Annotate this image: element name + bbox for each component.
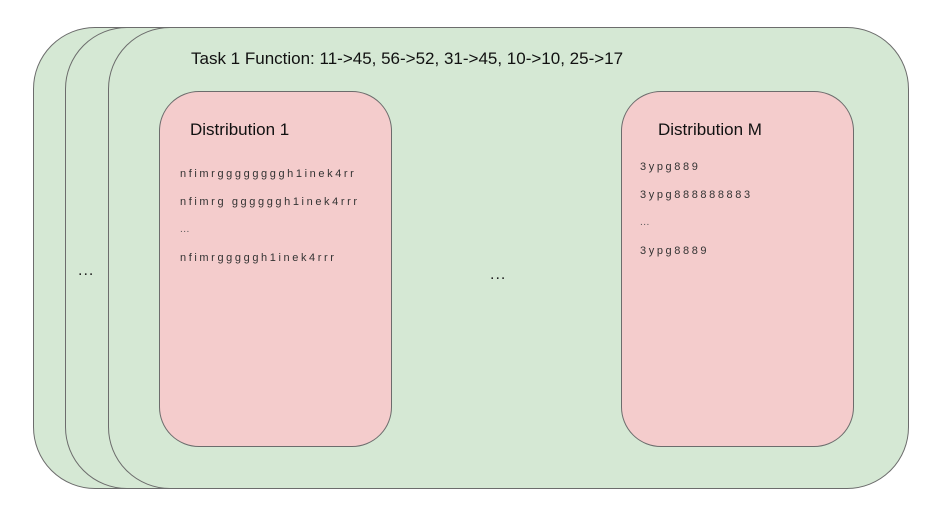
distributions-ellipsis: ... [490,266,507,283]
distribution-1-samples: nfimrggggggggh1inek4rr nfimrg ggggggh1in… [180,167,360,279]
distribution-1-card: Distribution 1 nfimrggggggggh1inek4rr nf… [159,91,392,447]
sample-item: 3ypg888888883 [640,189,753,201]
distribution-m-card: Distribution M 3ypg889 3ypg888888883 ...… [621,91,854,447]
sample-ellipsis: ... [640,217,650,228]
task-title: Task 1 Function: 11->45, 56->52, 31->45,… [191,49,624,68]
distribution-1-title: Distribution 1 [190,120,290,139]
sample-ellipsis: ... [180,224,190,235]
distribution-m-title: Distribution M [658,120,762,139]
task-card-front: Task 1 Function: 11->45, 56->52, 31->45,… [108,27,909,489]
stacked-tasks-ellipsis: ... [78,262,95,279]
sample-item: nfimrg ggggggh1inek4rrr [180,196,360,208]
distribution-m-samples: 3ypg889 3ypg888888883 ... 3ypg8889 [640,160,753,272]
sample-item: 3ypg889 [640,161,701,173]
sample-item: 3ypg8889 [640,245,710,257]
sample-item: nfimrgggggh1inek4rrr [180,252,337,264]
sample-item: nfimrggggggggh1inek4rr [180,168,357,180]
